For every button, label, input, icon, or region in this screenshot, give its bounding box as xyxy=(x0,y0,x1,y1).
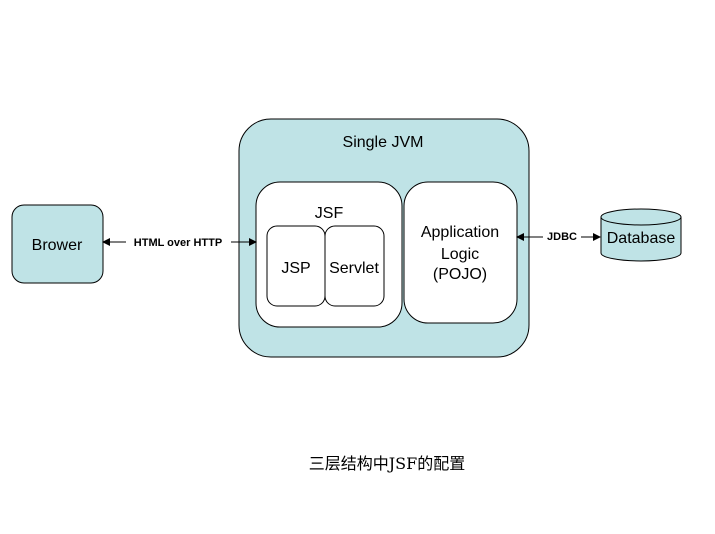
app-logic-line2: Logic xyxy=(441,246,479,263)
servlet-box xyxy=(324,225,385,307)
jdbc-label: JDBC xyxy=(547,231,577,243)
browser-label: Brower xyxy=(32,237,83,254)
database-body xyxy=(600,217,682,262)
app-logic-line1: Application xyxy=(421,224,499,241)
app-logic-line3: (POJO) xyxy=(433,266,487,283)
application-logic-box xyxy=(403,181,518,324)
jsf-label: JSF xyxy=(315,205,344,222)
http-label-bg xyxy=(126,234,231,250)
diagram-caption: 三层结构中JSF的配置 xyxy=(309,454,465,473)
database-label: Database xyxy=(607,230,676,247)
database-cylinder xyxy=(600,208,682,262)
servlet-label: Servlet xyxy=(329,260,379,277)
database-top xyxy=(600,208,682,226)
jdbc-label-bg xyxy=(543,229,581,244)
jvm-label: Single JVM xyxy=(343,134,424,151)
jsp-label: JSP xyxy=(281,260,310,277)
http-label: HTML over HTTP xyxy=(134,237,222,249)
